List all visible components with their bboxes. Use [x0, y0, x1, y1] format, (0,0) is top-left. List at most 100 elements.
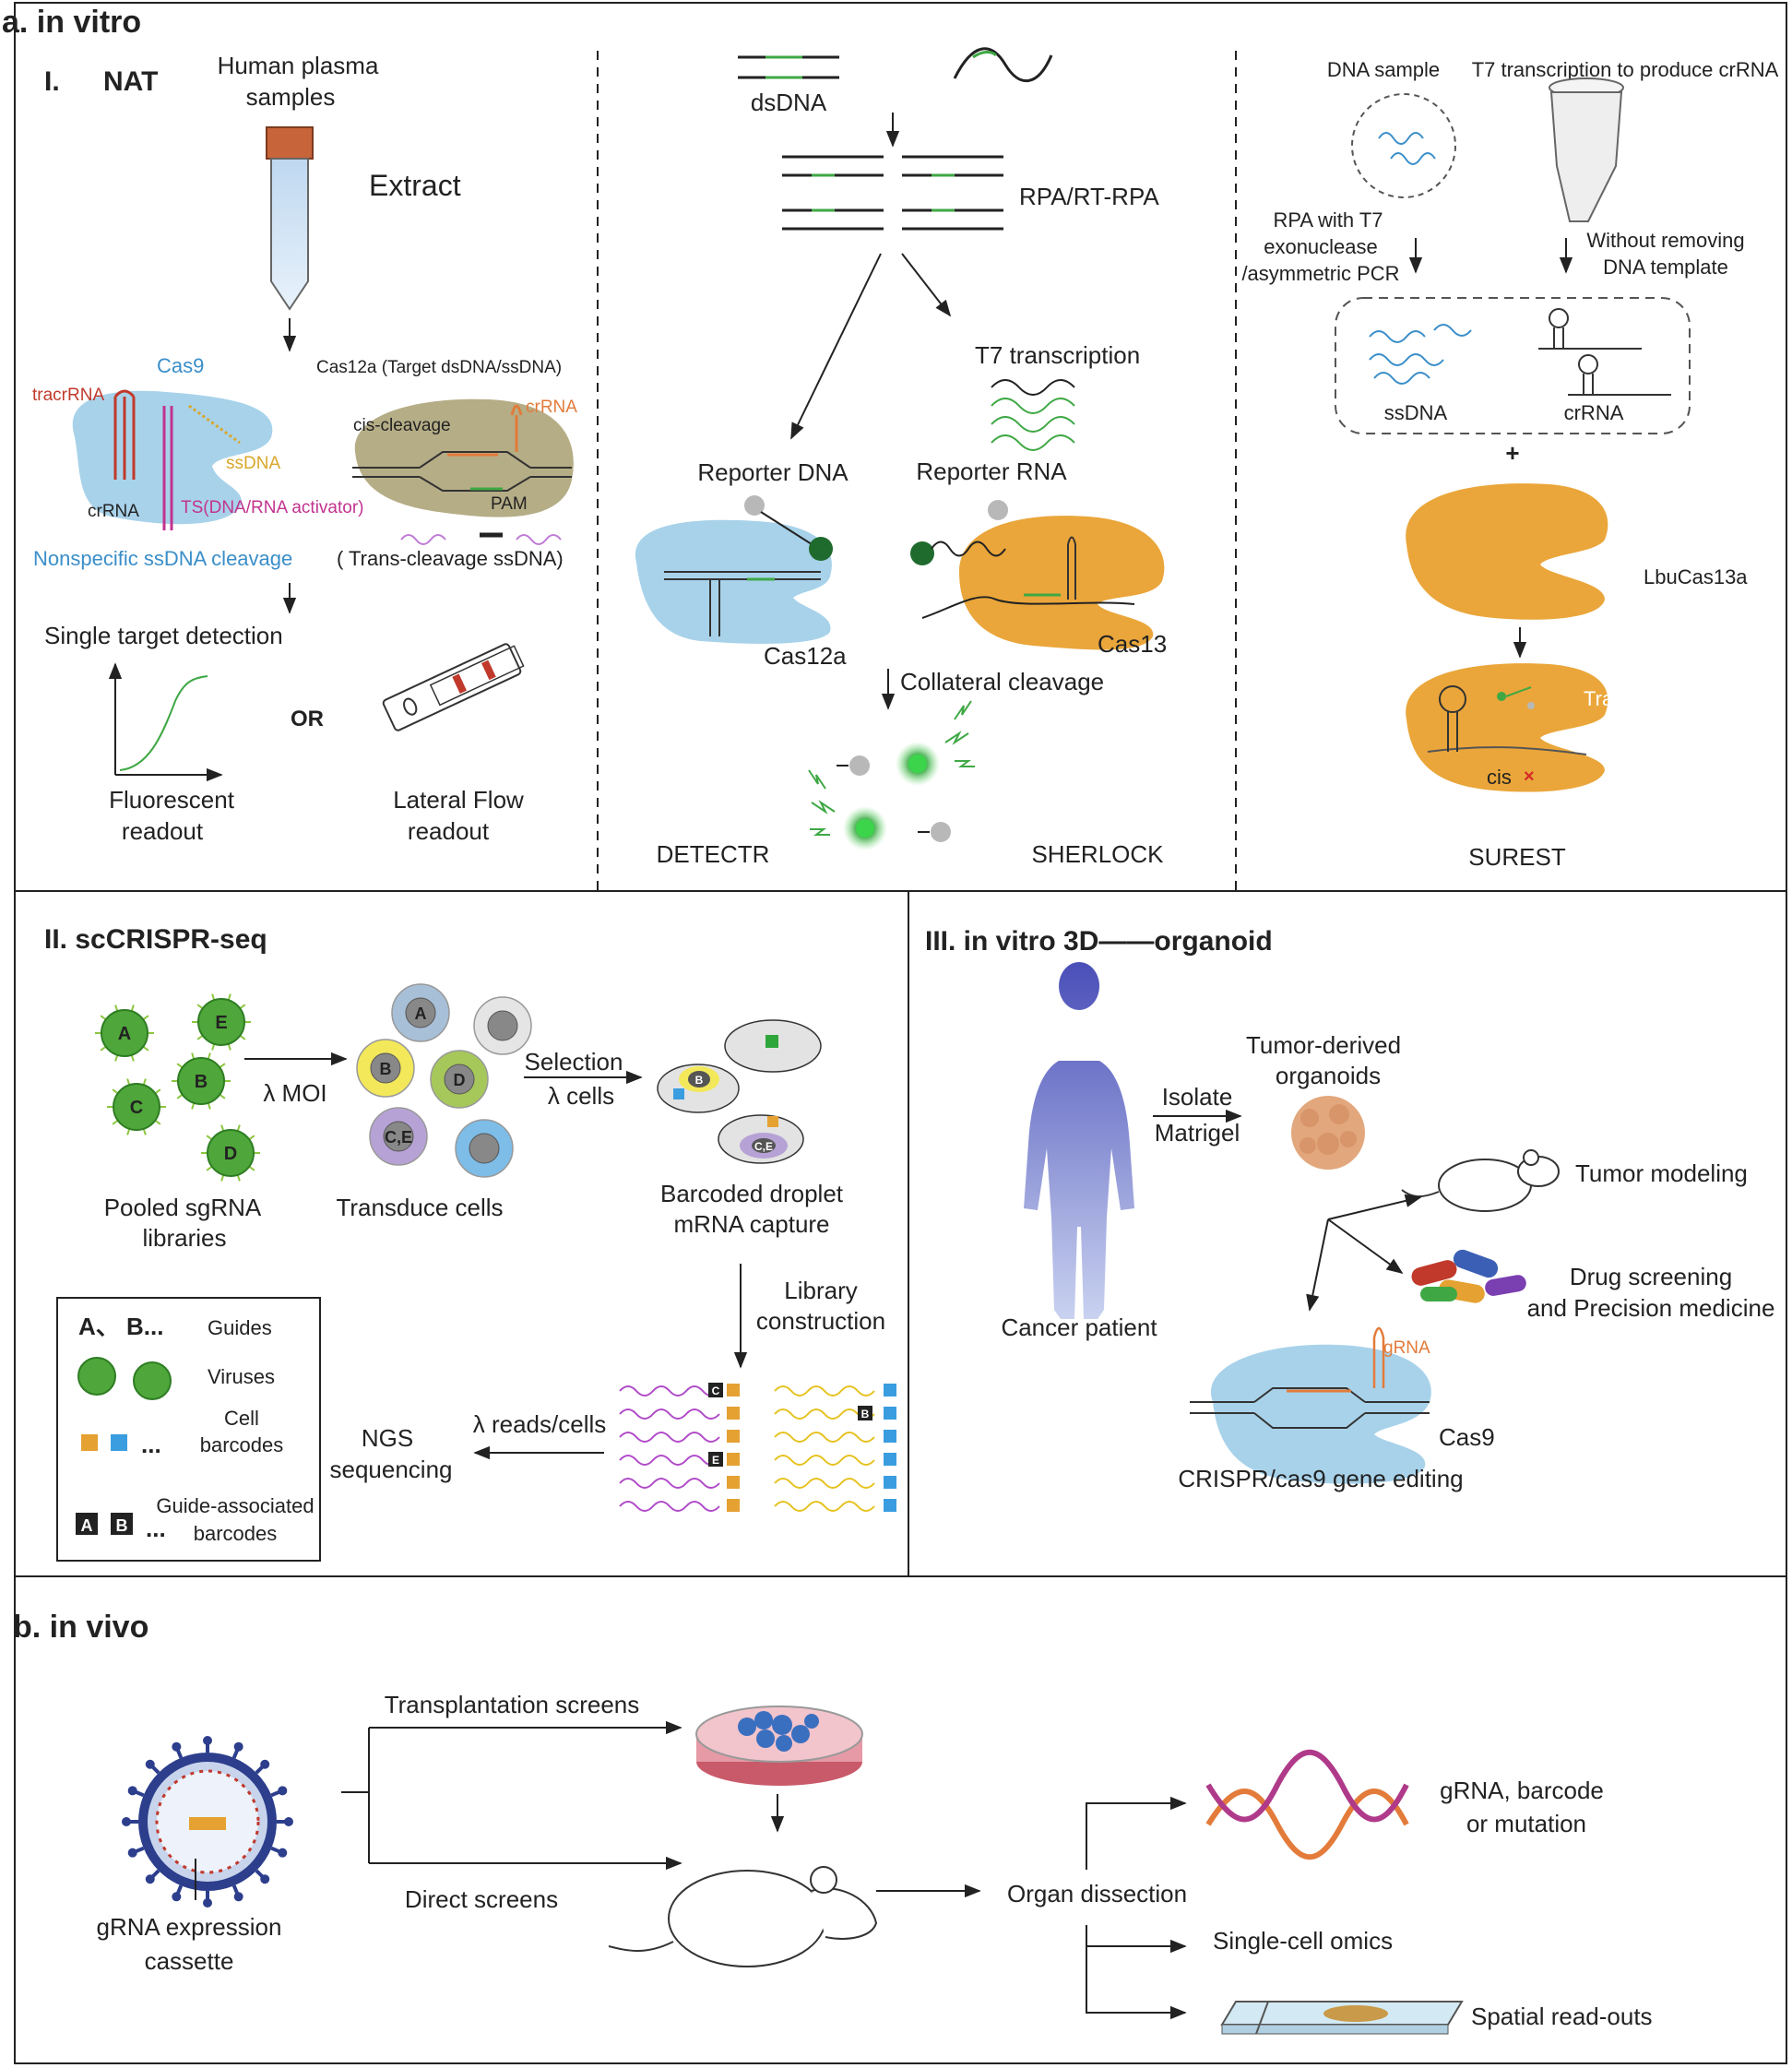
read-yellow — [774, 1453, 896, 1466]
surest-label: SUREST — [1468, 843, 1566, 871]
surest-complex-icon — [1406, 663, 1608, 792]
or-label: OR — [291, 707, 324, 731]
read-yellow — [774, 1499, 896, 1512]
transduced-cell — [473, 996, 532, 1055]
aav-spike-head — [203, 1898, 212, 1908]
surest-panel: DNA sample T7 transcription to produce c… — [1241, 58, 1778, 871]
reporter-dna-label: Reporter DNA — [697, 458, 849, 486]
virus-label: B — [195, 1072, 208, 1092]
cas9-editing-icon — [1190, 1326, 1431, 1484]
aav-spike-head — [233, 1892, 243, 1902]
cas13-label: Cas13 — [1098, 630, 1167, 658]
library-label-2: construction — [756, 1307, 885, 1335]
ts-label: TS(DNA/RNA activator) — [181, 498, 363, 517]
surest-ssdna-label: ssDNA — [1384, 401, 1448, 424]
cell-guide-label: C,E — [385, 1128, 412, 1147]
transduced-cell: C,E — [369, 1107, 428, 1166]
t7-transcription-label: T7 transcription — [975, 341, 1140, 369]
sccrispr-title: II. scCRISPR-seq — [44, 924, 267, 955]
legend-blue-barcode — [111, 1434, 127, 1451]
without-removing-label-2: DNA template — [1603, 256, 1728, 279]
aav-spike-head — [278, 1848, 288, 1858]
cancer-patient-label: Cancer patient — [1001, 1313, 1157, 1341]
tumor-derived-label-1: Tumor-derived — [1246, 1031, 1401, 1059]
grna-cassette-label-1: gRNA expression — [97, 1913, 282, 1941]
cas9-organoid-label: Cas9 — [1439, 1423, 1495, 1451]
rpa-label: RPA/RT-RPA — [1019, 183, 1159, 210]
crispr-editing-label: CRISPR/cas9 gene editing — [1178, 1465, 1463, 1492]
fluorescent-label-1: Fluorescent — [109, 786, 235, 814]
grna-barcode-label-2: or mutation — [1466, 1810, 1586, 1837]
aav-spike-head — [172, 1741, 182, 1752]
trans-ssdna-icon — [400, 532, 562, 545]
read-tag-label: C — [712, 1385, 720, 1397]
trans-cleavage-label: ( Trans-cleavage ssDNA) — [337, 547, 564, 570]
read-purple — [619, 1407, 740, 1420]
detectr-label: DETECTR — [657, 840, 770, 868]
readout-branch-arrows — [1086, 1796, 1187, 2020]
surest-crrna-label: crRNA — [1564, 401, 1624, 424]
collateral-label: Collateral cleavage — [900, 668, 1104, 695]
single-target-label: Single target detection — [44, 622, 283, 649]
cas9-label: Cas9 — [157, 354, 204, 377]
read-purple — [619, 1453, 740, 1466]
aav-spike-head — [172, 1892, 182, 1902]
direct-label: Direct screens — [405, 1885, 558, 1913]
cas13-reporter-icon — [910, 500, 1165, 650]
rpa-t7-label-3: /asymmetric PCR — [1241, 262, 1399, 285]
aav-spike-head — [233, 1741, 243, 1752]
rpa-amplicons-icon — [782, 155, 1003, 231]
nonspecific-label: Nonspecific ssDNA cleavage — [33, 547, 292, 570]
read-purple — [619, 1430, 740, 1443]
transduced-cell — [455, 1119, 514, 1178]
tumor-derived-label-2: organoids — [1276, 1062, 1381, 1089]
plasma-tube-icon — [266, 126, 314, 311]
extract-label: Extract — [369, 169, 461, 202]
aav-spike-head — [278, 1786, 288, 1796]
aav-spike-head — [145, 1874, 155, 1884]
aav-spike-head — [284, 1817, 293, 1826]
eppendorf-tube-icon — [1549, 77, 1624, 222]
droplet-tag-b: B — [695, 1074, 704, 1087]
legend-ab-label: A、 B... — [78, 1313, 163, 1340]
legend-virus-icon-1 — [77, 1357, 116, 1396]
sherlock-label: SHERLOCK — [1031, 840, 1164, 868]
cis-cleavage-label: cis-cleavage — [353, 416, 451, 435]
plasma-label-1: Human plasma — [218, 52, 379, 79]
transduced-cell: D — [430, 1050, 489, 1109]
cell-guide-label: A — [415, 1004, 427, 1023]
cancer-patient-icon — [1024, 962, 1134, 1319]
dna-helix-icon — [1205, 1749, 1409, 1860]
aav-spike-head — [203, 1736, 212, 1745]
aav-spike-head — [260, 1874, 270, 1884]
organoid-icon — [1291, 1096, 1365, 1170]
barcoded-label-2: mRNA capture — [673, 1210, 829, 1238]
legend-guide-a-icon — [76, 1513, 98, 1535]
legend-guide-a-label: A — [81, 1516, 93, 1535]
rpa-t7-label-1: RPA with T7 — [1273, 208, 1383, 232]
read-tag-label: B — [861, 1408, 870, 1420]
transduced-cells: ABD C,E — [356, 983, 532, 1178]
nat-panel: I. NAT Human plasma samples Extract Cas9… — [32, 52, 577, 845]
dna-sample-label: DNA sample — [1327, 58, 1440, 81]
without-removing-label-1: Without removing — [1586, 229, 1744, 252]
lbucas13a-icon — [1406, 483, 1608, 620]
droplets-icon — [657, 1019, 822, 1164]
lbucas13a-label: LbuCas13a — [1644, 565, 1748, 588]
organ-dissection-label: Organ dissection — [1007, 1880, 1187, 1908]
transduced-cell: A — [391, 983, 450, 1042]
grna-cassette-label-2: cassette — [145, 1947, 234, 1975]
legend-guide-assoc-label-2: barcodes — [194, 1522, 278, 1545]
lateral-flow-strip-icon — [382, 643, 525, 731]
aav-spike-head — [122, 1817, 131, 1826]
legend-orange-barcode — [81, 1434, 98, 1451]
products-box — [1335, 297, 1691, 434]
transduced-cell: B — [356, 1039, 415, 1098]
cas9-protein-icon — [72, 389, 273, 530]
cis-label: cis — [1487, 766, 1512, 789]
ngs-label-2: sequencing — [330, 1456, 453, 1483]
lambda-cells-label: λ cells — [548, 1082, 614, 1110]
tracrrna-label: tracrRNA — [32, 386, 104, 405]
aav-spike-head — [145, 1759, 155, 1769]
